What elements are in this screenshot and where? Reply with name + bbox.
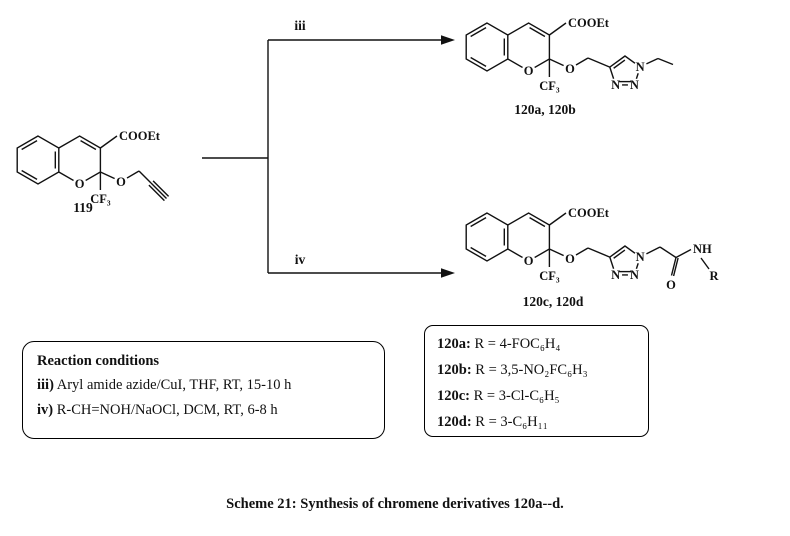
compound-119-label: 119 — [73, 200, 93, 215]
condition-line-iii: iii) Aryl amide azide/CuI, THF, RT, 15-1… — [37, 373, 372, 398]
r-group-120c-text: R = 3-Cl-C₆H₅ — [470, 388, 560, 404]
triazole-n1-label: N — [636, 250, 645, 264]
r-group-120a: 120a: R = 4-FOC₆H₄ — [437, 331, 638, 357]
scheme-caption: Scheme 21: Synthesis of chromene derivat… — [226, 496, 564, 512]
cf3-label: CF₃ — [539, 269, 560, 283]
r-group-120b-id: 120b: — [437, 362, 472, 378]
linker-and-amide-chain — [587, 246, 710, 277]
cooet-label: COOEt — [568, 206, 610, 220]
compound-120cd-label: 120c, 120d — [523, 294, 584, 309]
ring-oxygen-label: O — [524, 64, 534, 78]
r-group-120c-id: 120c: — [437, 388, 471, 404]
step-iii-label: iii — [294, 18, 306, 33]
condition-iv-prefix: iv) — [37, 402, 54, 418]
r-group-120d-text: R = 3-C₆H₁₁ — [471, 414, 548, 430]
triazole-n3-label: N — [611, 78, 620, 92]
conditions-title: Reaction conditions — [37, 353, 160, 369]
condition-iv-text: R-CH=NOH/NaOCl, DCM, RT, 6-8 h — [53, 402, 278, 418]
arrow-bottom-head — [441, 268, 455, 278]
amide-nh-label: NH — [693, 242, 712, 256]
ether-oxygen-label: O — [565, 62, 575, 76]
triazole-n1-label: N — [636, 60, 645, 74]
triazole-n3-label: N — [611, 268, 620, 282]
r-group-120d-id: 120d: — [437, 414, 472, 430]
condition-iii-prefix: iii) — [37, 377, 54, 393]
cf3-label: CF₃ — [539, 79, 560, 93]
linker-and-methyl — [587, 57, 674, 68]
structure-120ab: COOEt O CF₃ O N N N 120a, 120b — [465, 16, 674, 117]
reaction-arrows — [202, 35, 455, 278]
structure-120cd: COOEt O CF₃ O N N N NH R O 120c, 120d — [465, 206, 719, 309]
r-groups-box: 120a: R = 4-FOC₆H₄ 120b: R = 3,5-NO₂FC₆H… — [424, 325, 649, 437]
step-iv-label: iv — [295, 252, 306, 267]
triazole-n2-label: N — [630, 268, 639, 282]
r-group-120c: 120c: R = 3-Cl-C₆H₅ — [437, 383, 638, 409]
condition-line-iv: iv) R-CH=NOH/NaOCl, DCM, RT, 6-8 h — [37, 398, 372, 423]
ring-oxygen-label: O — [75, 177, 85, 191]
structure-119: COOEt O CF₃ O 119 — [16, 129, 170, 215]
ether-oxygen-label: O — [565, 252, 575, 266]
r-group-120a-id: 120a: — [437, 336, 471, 352]
ether-oxygen-label: O — [116, 175, 126, 189]
r-group-label: R — [709, 269, 719, 283]
cf3-label: CF₃ — [90, 192, 111, 206]
triazole-n2-label: N — [630, 78, 639, 92]
compound-120ab-label: 120a, 120b — [514, 102, 576, 117]
r-group-120b: 120b: R = 3,5-NO₂FC₆H₃ — [437, 357, 638, 383]
cooet-label: COOEt — [119, 129, 161, 143]
reaction-conditions-box: Reaction conditions iii) Aryl amide azid… — [22, 341, 385, 439]
condition-iii-text: Aryl amide azide/CuI, THF, RT, 15-10 h — [53, 377, 292, 393]
cooet-label: COOEt — [568, 16, 610, 30]
r-group-120d: 120d: R = 3-C₆H₁₁ — [437, 409, 638, 435]
carbonyl-oxygen-label: O — [666, 278, 676, 292]
r-group-120b-text: R = 3,5-NO₂FC₆H₃ — [471, 362, 588, 378]
arrow-top-head — [441, 35, 455, 45]
propargyl-chain — [138, 170, 170, 202]
ring-oxygen-label: O — [524, 254, 534, 268]
r-group-120a-text: R = 4-FOC₆H₄ — [470, 336, 561, 352]
